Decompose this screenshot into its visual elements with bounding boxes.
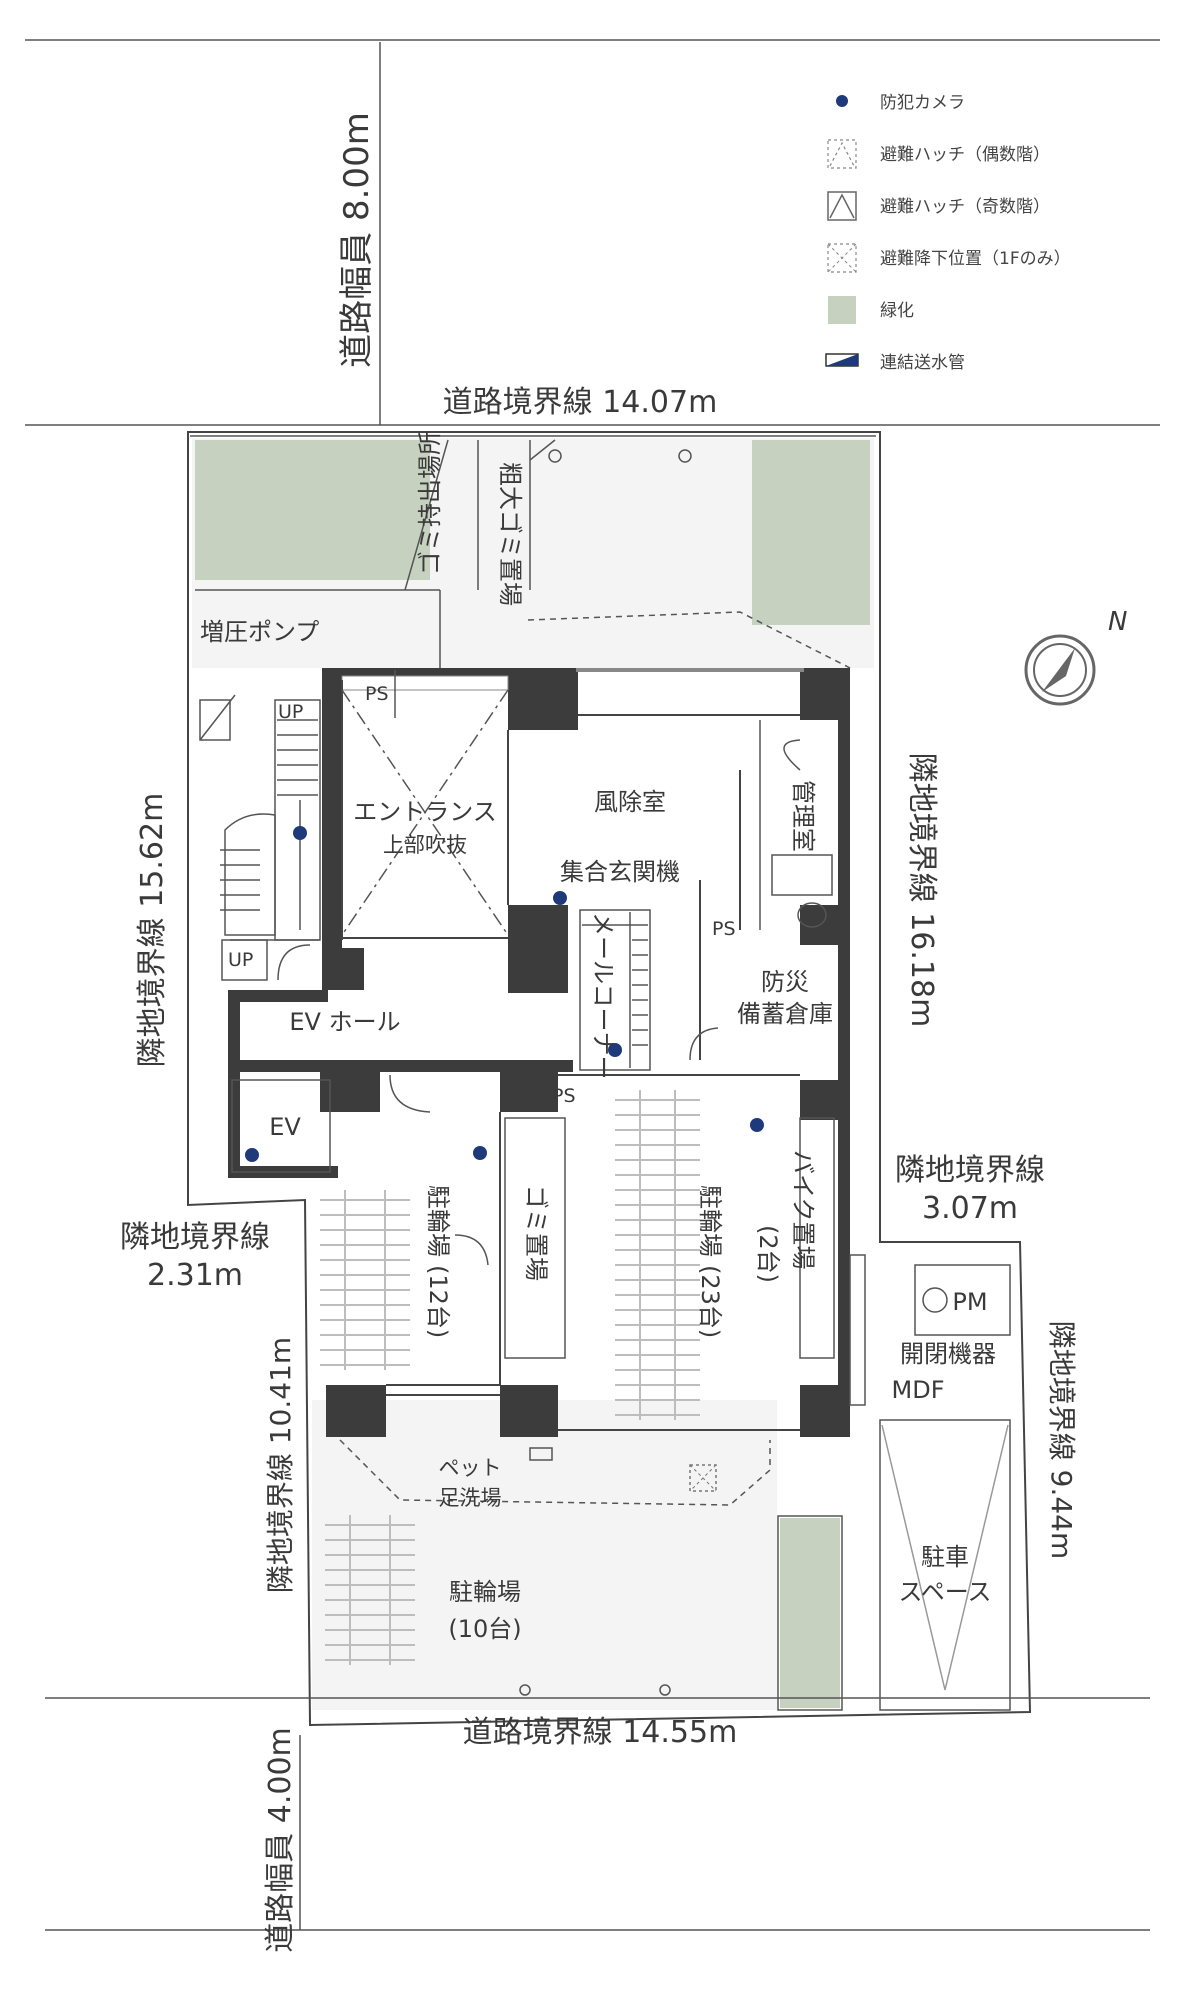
legend-camera-label: 防犯カメラ [880,93,965,113]
neighbor-left-upper-label: 隣地境界線 15.62m [135,793,170,1068]
staircase [220,699,321,941]
bike10-label: 駐輪場 [449,1578,521,1606]
bike12-count: (12台) [424,1265,452,1338]
manager-room-label: 管理室 [789,780,817,852]
disaster-storage-sublabel: 備蓄倉庫 [737,1000,833,1028]
booster-pump-box [199,699,231,741]
neighbor-left-step-title: 隣地境界線 [120,1220,270,1255]
entrance-sublabel: 上部吹抜 [383,833,467,857]
bulky-garbage-label: 粗大ゴミ置場 [496,462,524,606]
neighbor-right-lower-label: 隣地境界線 9.44m [1045,1321,1078,1560]
garbage-room-label: ゴミ置場 [522,1185,550,1281]
garbage-out-label: ゴミ持出場所 [416,431,444,575]
neighbor-right-upper-label: 隣地境界線 16.18m [904,753,939,1028]
camera-dot-icon [608,1043,622,1057]
road-width-top-label: 道路幅員 8.00m [337,112,377,368]
camera-dot-icon [553,891,567,905]
camera-dot-icon [750,1118,764,1132]
greenery-south [780,1518,840,1708]
bike12-label: 駐輪場 [424,1185,452,1257]
entrance-label: エントランス [353,798,497,826]
up-label-lower: UP [228,949,253,971]
bicycle-rack-12 [320,1190,410,1370]
booster-pump-label: 増圧ポンプ [200,618,319,646]
neighbor-right-step-title: 隣地境界線 [895,1153,1045,1188]
parking-sublabel: スペース [898,1578,991,1606]
svg-text:N: N [1108,607,1127,637]
site-boundary [187,431,1032,1727]
bicycle-rack-10 [325,1515,415,1665]
pet-wash-label: ペット [439,1456,502,1480]
bike10-count: (10台) [448,1615,521,1643]
compass-north-icon: N [1024,607,1127,706]
motorcycle-parking-box [799,1117,835,1359]
neighbor-left-lower-label: 隣地境界線 10.41m [264,1337,297,1593]
intercom-label: 集合玄関機 [560,858,680,886]
standpipe-icon [825,353,859,367]
ev-label: EV [269,1113,301,1141]
neighbor-right-step-value: 3.07m [922,1191,1018,1226]
legend-greenery-label: 緑化 [880,301,914,321]
disaster-storage-label: 防災 [761,968,809,996]
camera-dot-icon [836,95,848,107]
descent-icon [827,243,857,273]
legend: 防犯カメラ 避難ハッチ（偶数階） 避難ハッチ（奇数階） 避難降下位置（1Fのみ）… [825,93,1071,373]
pm-label: PM [952,1288,987,1316]
ps-label-1: PS [365,683,389,705]
windbreak-label: 風除室 [594,788,666,816]
manager-room-toilet [797,902,827,928]
legend-standpipe-label: 連結送水管 [880,353,965,373]
road-boundary-top-label: 道路境界線 14.07m [443,385,718,420]
camera-dot-icon [293,826,307,840]
mail-corner-label: メールコーナー [589,912,617,1080]
bicycle-rack-23 [615,1090,700,1420]
ps-label-3: PS [552,1085,576,1107]
pet-wash-sublabel: 足洗場 [439,1486,502,1510]
greenery-swatch-icon [828,296,856,324]
garbage-room-box [504,1117,566,1359]
up-label-upper: UP [278,701,303,723]
parking-space-box [879,1419,1011,1711]
hatch-odd-icon [827,191,857,221]
descent-position-mark [689,1464,717,1492]
manager-room-sink [771,854,833,896]
switchgear-label: 開閉機器 [900,1340,996,1368]
hatch-even-icon [827,139,857,169]
legend-hatch-odd-label: 避難ハッチ（奇数階） [880,197,1050,217]
road-width-bottom-label: 道路幅員 4.00m [263,1727,298,1953]
ps-label-2: PS [712,918,736,940]
motorcycle-count: (2台) [754,1225,782,1283]
camera-dot-icon [473,1146,487,1160]
greenery-northwest [195,440,430,580]
bike23-count: (23台) [696,1265,724,1338]
pm-box [914,1264,1011,1336]
legend-hatch-even-label: 避難ハッチ（偶数階） [880,145,1050,165]
neighbor-left-step-value: 2.31m [147,1258,243,1293]
ev-hall-label: EV ホール [289,1008,400,1036]
greenery-northeast [752,440,870,625]
legend-descent-label: 避難降下位置（1Fのみ） [880,249,1071,269]
camera-dot-icon [245,1148,259,1162]
road-boundary-bottom-label: 道路境界線 14.55m [463,1715,738,1750]
mdf-label: MDF [892,1376,945,1404]
bike23-label: 駐輪場 [696,1185,724,1257]
parking-label: 駐車 [921,1543,969,1571]
motorcycle-label: バイク置場 [789,1150,817,1270]
